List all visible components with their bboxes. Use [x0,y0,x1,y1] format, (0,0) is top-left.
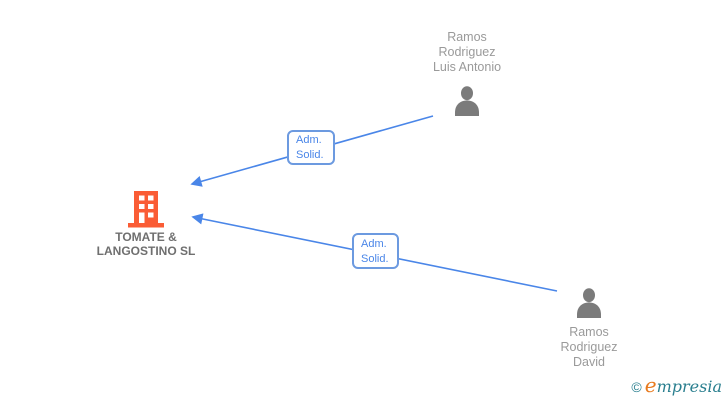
building-icon [128,191,164,228]
brand-name: empresia [644,373,722,397]
person-name: Ramos Rodriguez Luis Antonio [387,30,547,75]
edge-label-line: Solid. [296,149,324,161]
company-name-line: LANGOSTINO SL [96,244,196,258]
edge-label-adm-solid-1: Adm. Solid. [287,130,335,165]
person-name-line: Ramos [447,30,487,44]
person-icon [455,86,479,116]
copyright-icon: © [631,379,642,395]
edge-label-line: Solid. [361,252,389,265]
person-name-line: Luis Antonio [432,60,502,74]
person-name-line: David [573,355,605,369]
edge-label-adm-solid-2: Adm. Solid. [352,233,399,269]
person-name-line: Ramos [569,325,609,339]
edge-label-line: Adm. [296,134,322,146]
company-name-line: TOMATE & [115,230,177,244]
person-name-line: Rodriguez [438,45,496,59]
person-name-line: Rodriguez [560,340,618,354]
edge-label-line: Adm. [361,237,387,250]
person-icon [577,288,601,318]
empresia-logo: ©empresia [631,373,722,397]
company-name: TOMATE & LANGOSTINO SL [61,230,231,258]
person-name: Ramos Rodriguez David [509,325,669,370]
